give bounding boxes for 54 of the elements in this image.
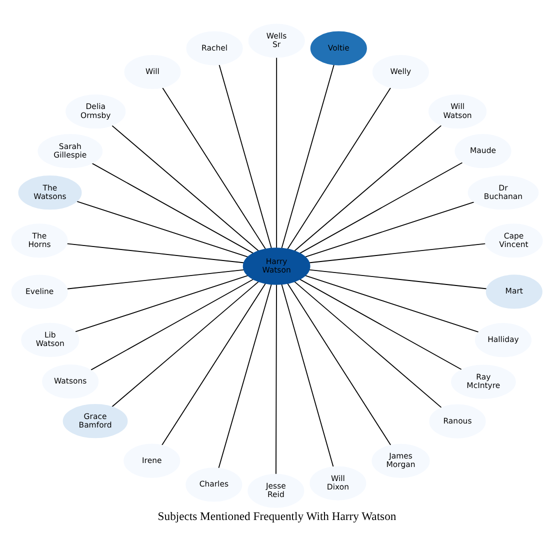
node-ellipse: The Watsons: [18, 176, 82, 210]
node-ellipse: Dr Buchanan: [468, 176, 539, 210]
node-ellipse: Ray McIntyre: [451, 364, 516, 399]
connector: [76, 200, 248, 258]
connector: [300, 162, 463, 254]
connector: [218, 64, 272, 249]
connector: [66, 269, 244, 290]
connector: [111, 281, 259, 408]
connector: [304, 275, 480, 333]
node-ellipse: Wells Sr: [248, 24, 305, 58]
connector: [112, 125, 260, 252]
node-ellipse: Delia Ormsby: [66, 94, 126, 129]
connector: [308, 243, 486, 264]
node-ellipse: James Morgan: [372, 444, 430, 478]
node-ellipse: Harry Watson: [242, 248, 310, 285]
node-ellipse: The Horns: [11, 224, 68, 258]
node-ellipse: Will Dixon: [310, 466, 366, 500]
node-ellipse: Jesse Reid: [248, 474, 304, 508]
diagram-title: Subjects Mentioned Frequently With Harry Watson: [158, 510, 396, 523]
connector: [294, 281, 442, 408]
node-ellipse: Rachel: [186, 31, 243, 66]
connector: [308, 269, 487, 290]
connector: [276, 57, 278, 248]
connector: [90, 278, 254, 370]
node-ellipse: Mart: [486, 274, 542, 309]
node-ellipse: Sarah Gillespie: [38, 134, 103, 168]
node-ellipse: Will: [124, 54, 181, 90]
connector: [66, 243, 244, 264]
node-ellipse: Maude: [454, 134, 512, 168]
connector: [287, 87, 392, 250]
node-ellipse: Welly: [372, 54, 429, 90]
connector: [162, 87, 266, 250]
node-ellipse: Ranous: [429, 404, 486, 438]
node-ellipse: Irene: [124, 444, 180, 478]
node-ellipse: Watsons: [42, 364, 99, 399]
connector: [281, 284, 334, 468]
node-ellipse: Grace Bamford: [62, 404, 128, 438]
connector: [75, 275, 248, 332]
connector: [294, 125, 442, 252]
node-ellipse: Halliday: [474, 323, 532, 358]
connector: [304, 202, 474, 258]
connector: [92, 162, 254, 254]
node-ellipse: Cape Vincent: [484, 224, 543, 258]
connector: [161, 283, 266, 446]
node-ellipse: Charles: [186, 468, 242, 502]
connector: [281, 64, 334, 249]
node-ellipse: Will Watson: [428, 94, 487, 129]
connector: [218, 284, 272, 469]
node-ellipse: Lib Watson: [21, 322, 80, 358]
connector: [299, 278, 462, 370]
connector: [276, 284, 277, 475]
connector: [287, 283, 392, 446]
node-ellipse: Eveline: [11, 274, 68, 309]
node-ellipse: Voltie: [310, 31, 367, 66]
